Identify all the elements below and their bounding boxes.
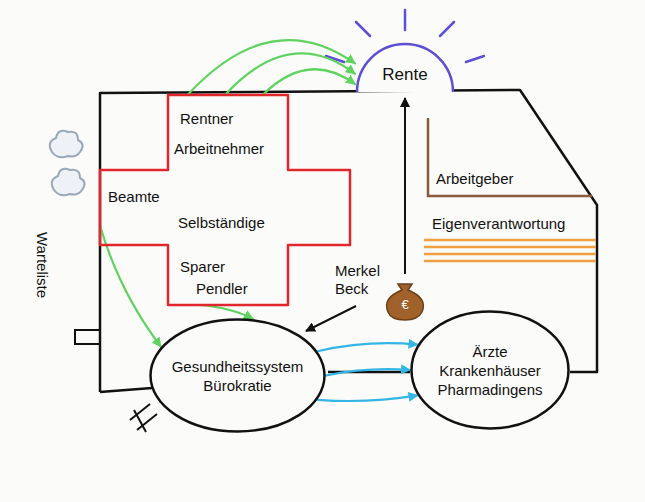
tow-hitch xyxy=(130,404,157,432)
pointer-arrow xyxy=(306,306,356,331)
wheel-outline xyxy=(412,312,569,429)
wheel-circle: GesundheitssystemBürokratie xyxy=(149,318,326,433)
node-text: Gesundheitssystem xyxy=(172,357,304,376)
connector xyxy=(318,395,418,401)
currency-symbol: € xyxy=(401,296,408,314)
money-bag xyxy=(387,284,424,320)
node-text: Sparer xyxy=(180,257,225,276)
dome-outline xyxy=(357,44,453,92)
connector xyxy=(326,369,410,375)
node-text: Rentner xyxy=(180,109,233,128)
node-text: Pendler xyxy=(196,279,248,298)
text-column: ÄrzteKrankenhäuserPharmadingens xyxy=(410,310,570,430)
side-label: Eigenverantwortung xyxy=(432,215,565,233)
side-label: Arbeitgeber xyxy=(436,170,514,188)
vertical-note: Warteliste xyxy=(33,232,51,298)
siren-dome: Rente xyxy=(355,40,455,92)
wheel-outline xyxy=(151,320,325,432)
connector xyxy=(188,40,356,95)
name-note: Merkel Beck xyxy=(335,262,397,298)
node-text: Ärzte xyxy=(472,342,507,361)
brown-bracket xyxy=(428,118,592,196)
pointer-arrow xyxy=(404,98,406,274)
connector xyxy=(200,305,253,319)
connector xyxy=(225,53,355,95)
connector xyxy=(318,343,418,351)
node-outline xyxy=(149,318,326,433)
node-text: Bürokratie xyxy=(203,376,271,395)
node-text: Krankenhäuser xyxy=(439,361,541,380)
text-column: GesundheitssystemBürokratie xyxy=(149,318,326,433)
orange-underline xyxy=(424,240,596,261)
red-cross: RentnerArbeitnehmerBeamteSelbständigeSpa… xyxy=(100,95,350,305)
node-text: Selbständige xyxy=(178,213,265,232)
exhaust-cloud xyxy=(52,169,85,195)
connector xyxy=(100,225,161,347)
node-text: Arbeitnehmer xyxy=(174,139,264,158)
wheel-circle: ÄrzteKrankenhäuserPharmadingens xyxy=(410,310,570,430)
connector xyxy=(263,69,356,95)
bumper xyxy=(75,330,100,344)
node-text: Beamte xyxy=(108,187,160,206)
node-text: Pharmadingens xyxy=(437,380,542,399)
cross-outline xyxy=(100,95,350,305)
node-text: Rente xyxy=(382,64,427,85)
exhaust-cloud xyxy=(50,131,83,157)
